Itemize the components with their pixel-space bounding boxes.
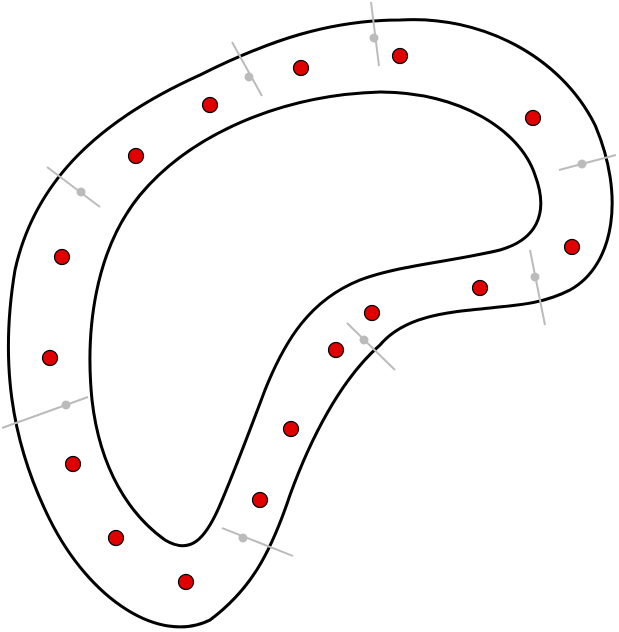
- sample-point: [563, 238, 581, 256]
- cross-marker-dot: [369, 33, 379, 43]
- sample-point: [524, 109, 542, 127]
- cross-markers: [1, 1, 617, 557]
- cross-marker-dot: [61, 400, 71, 410]
- cross-marker-dot: [244, 72, 254, 82]
- sample-point: [471, 279, 489, 297]
- cross-marker: [231, 41, 263, 97]
- cross-marker-tick: [1, 396, 89, 429]
- cross-marker-dot: [530, 272, 540, 282]
- cross-marker: [369, 1, 380, 67]
- sample-point: [201, 96, 219, 114]
- inner-boundary-curve: [88, 90, 543, 548]
- sample-points: [41, 47, 581, 591]
- sample-point: [391, 47, 409, 65]
- sample-point: [177, 573, 195, 591]
- cross-marker: [221, 527, 294, 557]
- sample-point: [327, 341, 345, 359]
- cross-marker: [1, 396, 89, 429]
- sample-point: [107, 529, 125, 547]
- sample-point: [127, 147, 145, 165]
- cross-marker-tick: [558, 154, 617, 171]
- cross-marker-tick: [231, 41, 263, 97]
- sample-point: [53, 248, 71, 266]
- sample-point: [363, 304, 381, 322]
- cross-marker: [346, 322, 396, 371]
- cross-marker-dot: [238, 533, 248, 543]
- cross-marker-dot: [577, 159, 587, 169]
- sample-point: [292, 59, 310, 77]
- cross-marker-tick: [529, 249, 546, 326]
- cross-marker-dot: [76, 187, 86, 197]
- cross-marker: [529, 249, 546, 326]
- sample-point: [41, 349, 59, 367]
- cross-marker: [558, 154, 617, 171]
- outer-boundary-curve: [6, 18, 614, 629]
- sample-point: [251, 491, 269, 509]
- cross-marker: [46, 166, 101, 208]
- cross-marker-tick: [46, 166, 101, 208]
- sample-point: [282, 420, 300, 438]
- cross-marker-tick: [346, 322, 396, 371]
- cross-marker-dot: [359, 335, 369, 345]
- sample-point: [64, 455, 82, 473]
- cross-marker-tick: [221, 527, 294, 557]
